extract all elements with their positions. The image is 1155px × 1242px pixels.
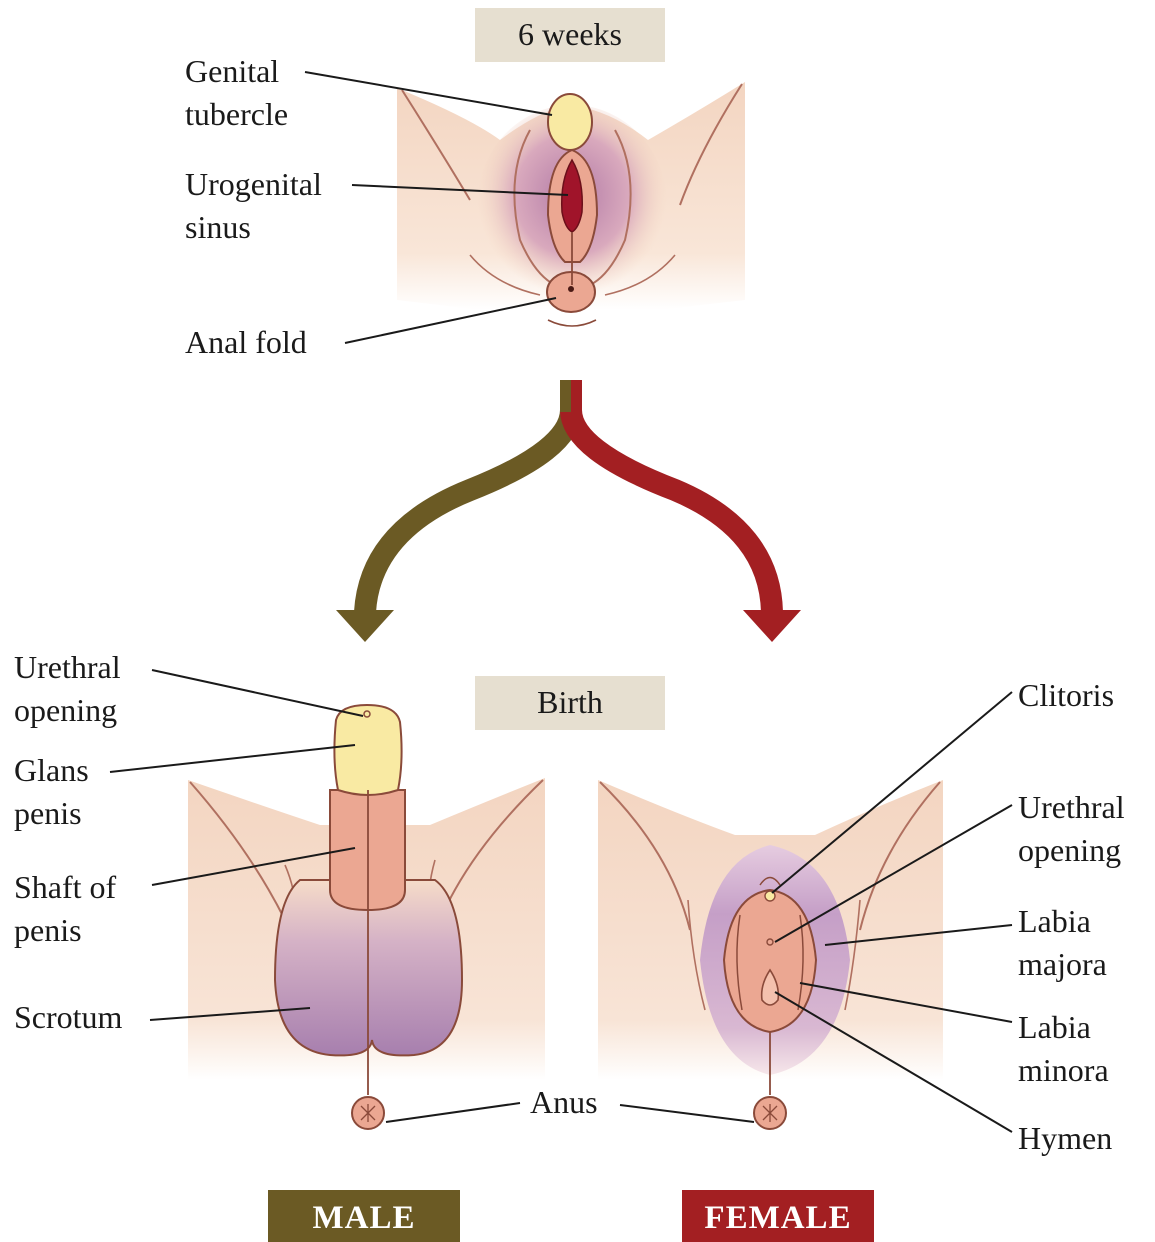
label-anal-fold: Anal fold [185, 321, 307, 364]
male-arrow-head [336, 610, 394, 642]
label-labia-minora: Labia minora [1018, 1006, 1109, 1092]
label-glans-penis: Glans penis [14, 749, 89, 835]
male-arrow-shaft [365, 380, 571, 612]
labia-minora-shape [724, 890, 816, 1032]
leader-anus-male [386, 1103, 520, 1122]
stage-label-birth: Birth [475, 676, 665, 730]
label-hymen: Hymen [1018, 1117, 1112, 1160]
label-clitoris: Clitoris [1018, 674, 1114, 717]
female-badge: FEMALE [682, 1190, 874, 1242]
development-arrows [336, 380, 801, 642]
male-genitalia [188, 705, 545, 1129]
label-urogenital-sinus: Urogenital sinus [185, 163, 322, 249]
label-shaft-of-penis: Shaft of penis [14, 866, 116, 952]
glans-penis-shape [334, 705, 401, 795]
label-female-urethral-opening: Urethral opening [1018, 786, 1125, 872]
stage-label-6-weeks: 6 weeks [475, 8, 665, 62]
label-anus: Anus [530, 1081, 598, 1124]
male-badge: MALE [268, 1190, 460, 1242]
genital-tubercle-shape [548, 94, 592, 150]
label-male-urethral-opening: Urethral opening [14, 646, 121, 732]
female-arrow-head [743, 610, 801, 642]
label-genital-tubercle: Genital tubercle [185, 50, 288, 136]
female-genitalia [598, 780, 943, 1129]
label-scrotum: Scrotum [14, 996, 122, 1039]
arrow-split-top-left [560, 380, 571, 412]
leader-male-urethral-opening [152, 670, 363, 716]
female-arrow-shaft [571, 380, 772, 612]
embryo-lower-crease [548, 320, 596, 326]
embryo-genitalia [397, 82, 745, 326]
embryo-anal-pit [568, 286, 574, 292]
label-labia-majora: Labia majora [1018, 900, 1107, 986]
leader-glans-penis [110, 745, 355, 772]
leader-anus-female [620, 1105, 754, 1122]
